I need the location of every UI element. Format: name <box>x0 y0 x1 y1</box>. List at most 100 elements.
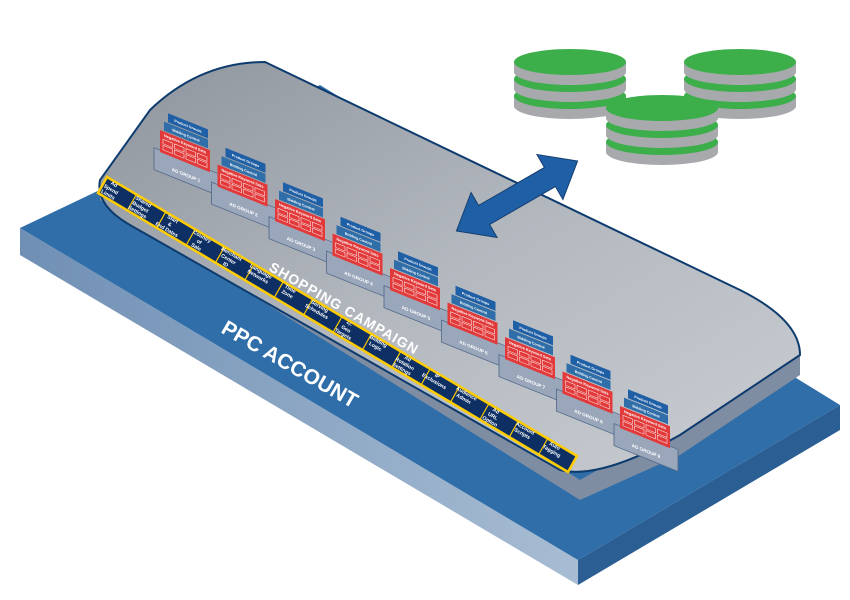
ad-cell <box>634 419 645 429</box>
ad-cell <box>542 365 553 375</box>
ad-cell <box>657 434 668 444</box>
database-disk-top <box>514 49 626 75</box>
ad-cell <box>392 282 403 292</box>
ad-cell <box>312 227 323 237</box>
ad-cell <box>289 218 300 228</box>
ad-cell <box>162 144 173 154</box>
product-groups-bar <box>455 285 496 311</box>
database-disk-top <box>606 95 718 121</box>
ad-cell <box>657 428 668 438</box>
ad-cell <box>243 182 254 192</box>
settings-label: AdSpendLimits <box>99 178 122 202</box>
product-groups-bar <box>283 182 323 208</box>
ad-cell <box>220 173 231 183</box>
ad-cell <box>588 389 599 399</box>
product-groups-bar <box>570 354 611 380</box>
ad-cell <box>335 242 346 252</box>
bidding-control-bar <box>221 156 266 183</box>
ad-cell <box>392 276 403 286</box>
ad-cell <box>622 414 633 424</box>
database-disk-top <box>684 49 796 75</box>
account-right-face <box>578 405 840 585</box>
ad-cell <box>473 326 484 336</box>
ad-cell <box>530 355 541 365</box>
ad-cell <box>565 380 576 390</box>
ad-cell <box>530 361 541 371</box>
ad-cell <box>427 296 438 306</box>
ad-cell <box>335 248 346 258</box>
ad-cell <box>346 247 357 257</box>
ad-cell <box>277 213 288 223</box>
ad-cell <box>622 420 633 430</box>
ad-cell <box>162 138 173 148</box>
ad-cell <box>461 322 472 332</box>
ad-cell <box>461 316 472 326</box>
ad-cell <box>565 386 576 396</box>
product-groups-bar <box>398 251 438 277</box>
ad-cell <box>484 325 495 335</box>
bidding-control-bar <box>451 294 496 321</box>
ad-cell <box>220 179 231 189</box>
ad-cell <box>243 188 254 198</box>
account-front-face <box>20 228 578 585</box>
ad-cell <box>507 345 518 355</box>
settings-label: TimeZone <box>280 284 297 301</box>
database-stack <box>514 49 626 119</box>
bidding-control-bar <box>624 397 668 425</box>
ad-cell <box>174 143 185 153</box>
ad-cell <box>231 178 242 188</box>
bidding-control-bar <box>336 225 381 252</box>
ad-cell <box>289 212 300 222</box>
ad-cell <box>404 287 415 297</box>
double-arrow <box>455 153 579 239</box>
ad-cell <box>645 424 656 434</box>
ad-cell <box>542 359 553 369</box>
ad-cell <box>576 385 587 395</box>
product-groups-bar <box>513 320 553 346</box>
product-groups-bar <box>628 389 668 415</box>
ad-cell <box>369 256 380 266</box>
ad-cell <box>254 187 265 197</box>
ad-cell <box>450 311 461 321</box>
ad-cell <box>427 290 438 300</box>
ad-cell <box>197 158 208 168</box>
database-stack <box>606 95 718 165</box>
product-groups-bar <box>340 216 381 242</box>
ad-cell <box>507 351 518 361</box>
ad-cell <box>300 217 311 227</box>
ad-cell <box>231 184 242 194</box>
bidding-control-bar <box>164 121 208 149</box>
ad-cell <box>634 425 645 435</box>
ad-cell <box>576 391 587 401</box>
ad-cell <box>369 262 380 272</box>
ad-cell <box>358 257 369 267</box>
ad-cell <box>450 317 461 327</box>
bidding-control-bar <box>394 259 438 287</box>
bidding-control-bar <box>566 363 611 390</box>
product-groups-bar <box>225 147 266 173</box>
ad-cell <box>358 251 369 261</box>
ad-cell <box>473 320 484 330</box>
ad-cell <box>599 394 610 404</box>
ad-cell <box>174 149 185 159</box>
ad-cell <box>346 253 357 263</box>
ad-cell <box>404 281 415 291</box>
bidding-control-bar <box>279 190 323 218</box>
ad-cell <box>300 223 311 233</box>
ad-cell <box>484 331 495 341</box>
ad-cell <box>415 292 426 302</box>
ad-cell <box>254 193 265 203</box>
ad-cell <box>645 430 656 440</box>
ad-cell <box>312 221 323 231</box>
product-groups-bar <box>168 113 208 139</box>
ad-cell <box>197 152 208 162</box>
